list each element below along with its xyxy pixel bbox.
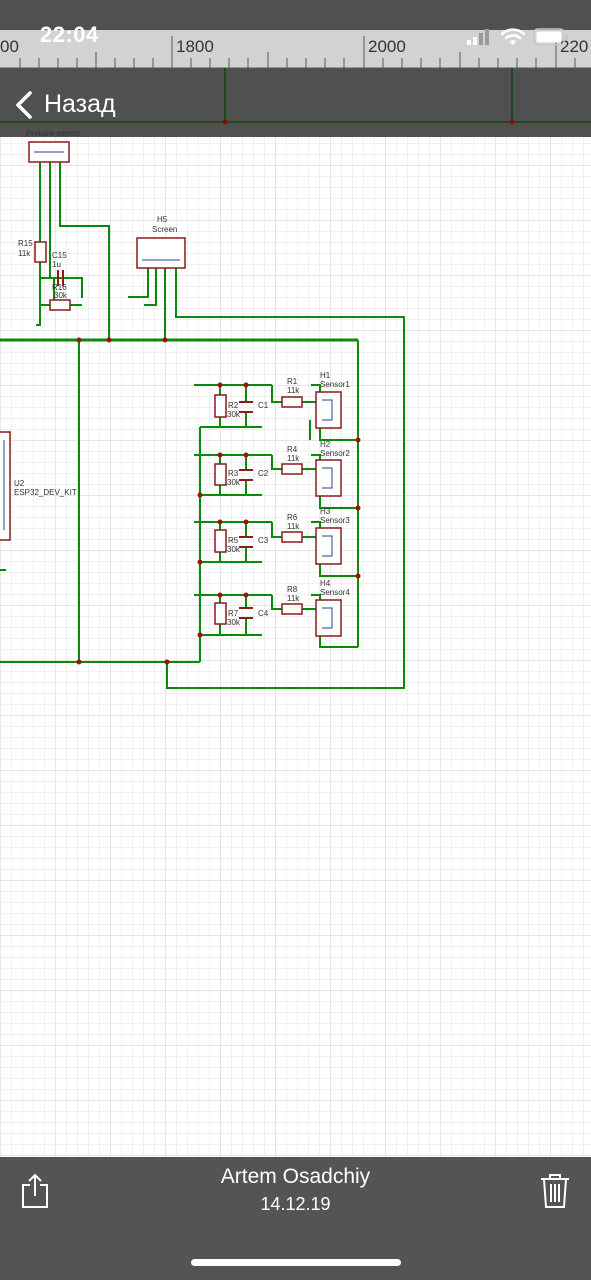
component-value: 11k — [18, 249, 31, 258]
sensor2-connector[interactable] — [315, 459, 342, 497]
document-date: 14.12.19 — [260, 1194, 331, 1214]
component-ref: C1 — [258, 401, 269, 410]
back-button[interactable]: Назад — [0, 80, 200, 128]
component-ref: R7 — [228, 609, 239, 618]
screen-connector[interactable] — [136, 237, 186, 269]
component-ref: H5 — [157, 215, 168, 224]
component-ref: R2 — [228, 401, 239, 410]
component-value: Sensor1 — [320, 380, 350, 389]
home-indicator[interactable] — [191, 1259, 401, 1266]
status-bar: 22:04 — [0, 0, 591, 62]
component-value: Sensor4 — [320, 588, 350, 597]
component-ref: U2 — [14, 479, 25, 488]
status-icons — [467, 26, 569, 48]
sensor1-connector[interactable] — [315, 391, 342, 429]
resistor-r3[interactable] — [214, 463, 227, 486]
capacitor-c3[interactable] — [239, 536, 253, 548]
component-value: 1u — [52, 260, 61, 269]
sensor3-connector[interactable] — [315, 527, 342, 565]
component-value: Sensor2 — [320, 449, 350, 458]
component-value: 11k — [287, 522, 300, 531]
resistor-r16[interactable] — [49, 299, 71, 311]
component-value: ESP32_DEV_KIT — [14, 488, 77, 497]
esp32-module[interactable] — [0, 431, 11, 541]
wifi-icon — [501, 28, 525, 45]
component-value: 30k — [227, 618, 241, 627]
component-ref: R1 — [287, 377, 298, 386]
component-ref: H2 — [320, 440, 331, 449]
share-icon[interactable] — [20, 1173, 50, 1209]
component-value: Prekure sensor — [26, 129, 81, 138]
component-ref: H4 — [320, 579, 331, 588]
chevron-left-icon — [16, 91, 32, 119]
status-time: 22:04 — [40, 22, 99, 47]
component-ref: R3 — [228, 469, 239, 478]
resistor-r8[interactable] — [281, 603, 303, 615]
component-value: 11k — [287, 454, 300, 463]
component-value: 30k — [227, 545, 241, 554]
capacitor-c15[interactable] — [57, 270, 64, 286]
component-value: 30k — [227, 478, 241, 487]
component-value: 30k — [54, 291, 68, 300]
resistor-r6[interactable] — [281, 531, 303, 543]
component-ref: C4 — [258, 609, 269, 618]
bottom-toolbar: Artem Osadchiy 14.12.19 — [0, 1157, 591, 1280]
capacitor-c4[interactable] — [239, 607, 253, 619]
component-ref: R5 — [228, 536, 239, 545]
resistor-r15[interactable] — [34, 241, 47, 263]
component-ref: R6 — [287, 513, 298, 522]
resistor-r4[interactable] — [281, 463, 303, 475]
ruler-label: 1800 — [176, 37, 214, 56]
signal-icon — [467, 29, 489, 45]
ruler-label: 2000 — [368, 37, 406, 56]
resistor-r7[interactable] — [214, 602, 227, 625]
component-ref: C3 — [258, 536, 269, 545]
component-ref: H1 — [320, 371, 331, 380]
component-ref: R8 — [287, 585, 298, 594]
component-ref: C15 — [52, 251, 67, 260]
component-value: 11k — [287, 594, 300, 603]
ruler-label: 220 — [560, 37, 588, 56]
ruler-label: 00 — [0, 37, 19, 56]
sensor4-connector[interactable] — [315, 599, 342, 637]
component-value: 30k — [227, 410, 241, 419]
component-value: Screen — [152, 225, 177, 234]
wires — [0, 162, 405, 689]
capacitor-c2[interactable] — [239, 469, 253, 481]
capacitor-c1[interactable] — [239, 401, 253, 413]
trash-icon[interactable] — [540, 1173, 570, 1209]
component-ref: R4 — [287, 445, 298, 454]
component-ref: H3 — [320, 507, 331, 516]
component-value: Sensor3 — [320, 516, 350, 525]
ruler — [0, 30, 591, 68]
component-ref: R16 — [52, 283, 67, 292]
component-value: 11k — [287, 386, 300, 395]
resistor-r2[interactable] — [214, 394, 227, 418]
back-label: Назад — [44, 90, 116, 118]
component-ref: C2 — [258, 469, 269, 478]
author-name: Artem Osadchiy — [220, 1165, 371, 1188]
component-ref: R15 — [18, 239, 33, 248]
battery-icon — [533, 28, 568, 46]
resistor-r5[interactable] — [214, 529, 227, 553]
resistor-r1[interactable] — [281, 396, 303, 408]
